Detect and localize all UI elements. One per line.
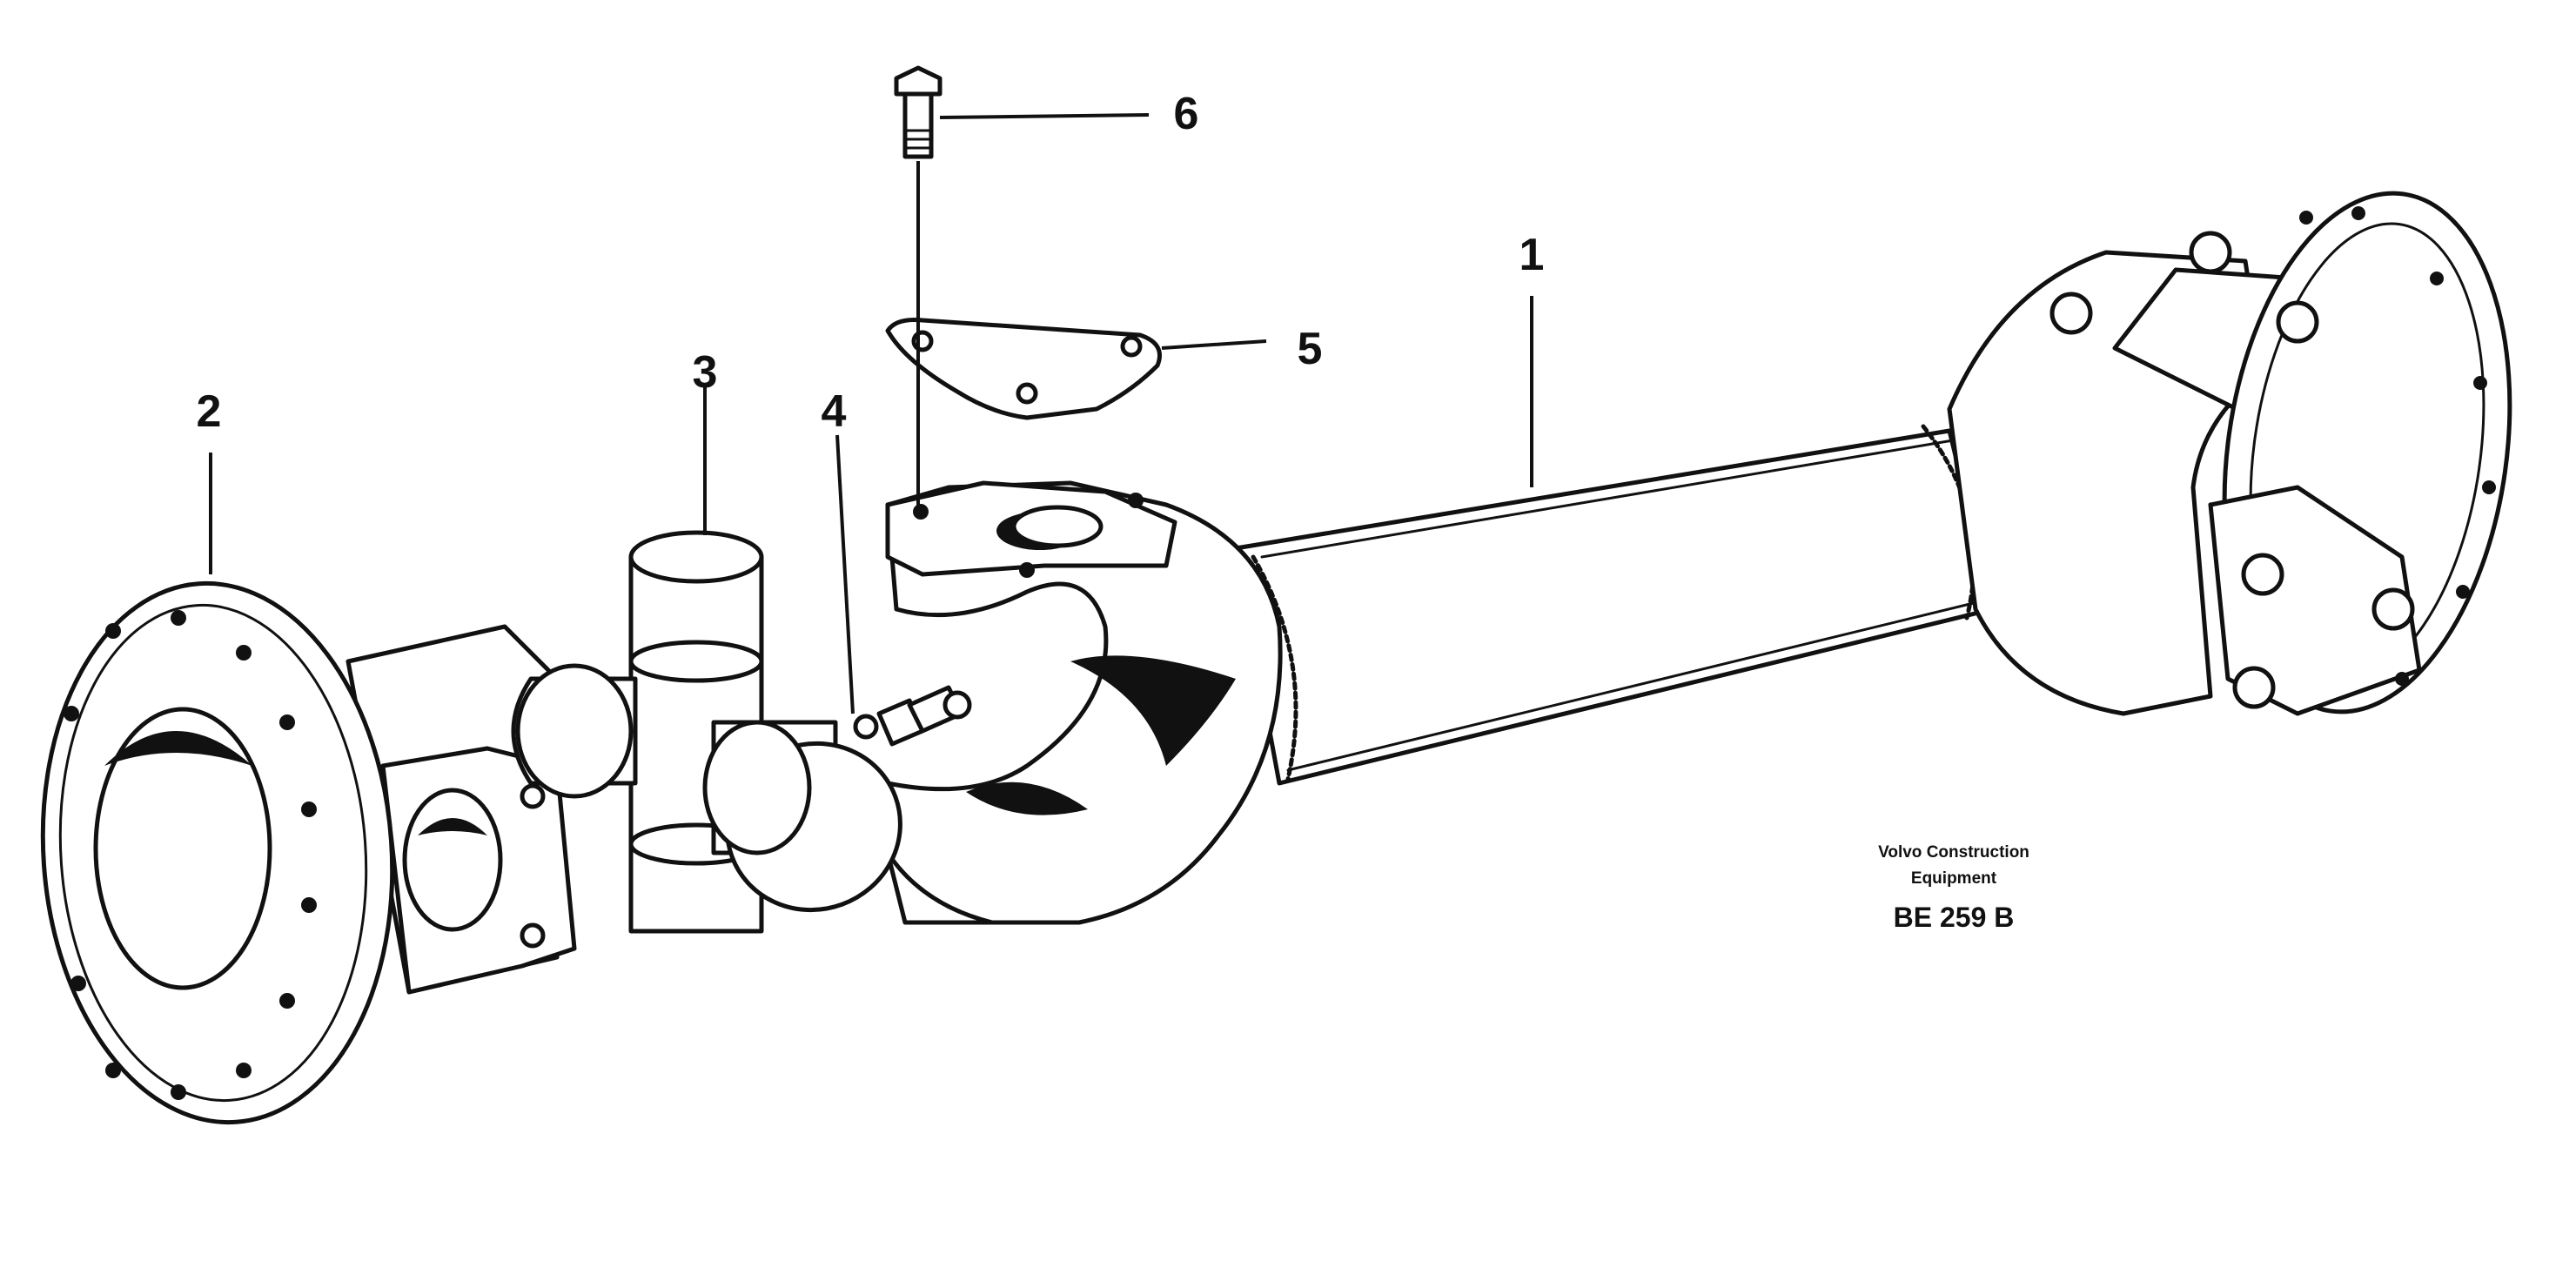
callout-5: 5 xyxy=(1298,324,1323,374)
callout-4: 4 xyxy=(822,386,847,437)
bolt xyxy=(894,65,943,509)
propeller-shaft xyxy=(885,191,2512,925)
figure-code: BE 259 B xyxy=(1894,902,2015,933)
caption-line-2: Equipment xyxy=(1911,869,1997,888)
callout-labels: 1 2 3 4 5 6 xyxy=(197,89,1545,437)
callout-2: 2 xyxy=(197,386,222,437)
universal-joint-cross xyxy=(511,530,902,934)
leader-lines xyxy=(209,113,1533,714)
flange-holes-left xyxy=(64,610,317,1100)
callout-6: 6 xyxy=(1174,89,1199,139)
yoke-bolts-right xyxy=(2049,231,2415,709)
flange-holes-right xyxy=(2299,206,2496,686)
caption-line-1: Volvo Construction xyxy=(1878,843,2029,862)
lock-plate xyxy=(885,318,1162,420)
callout-3: 3 xyxy=(693,347,718,398)
callout-1: 1 xyxy=(1519,230,1545,280)
grease-nipple xyxy=(853,685,972,747)
companion-flange xyxy=(40,580,577,1125)
figure-caption: Volvo Construction Equipment BE 259 B xyxy=(1878,843,2029,933)
